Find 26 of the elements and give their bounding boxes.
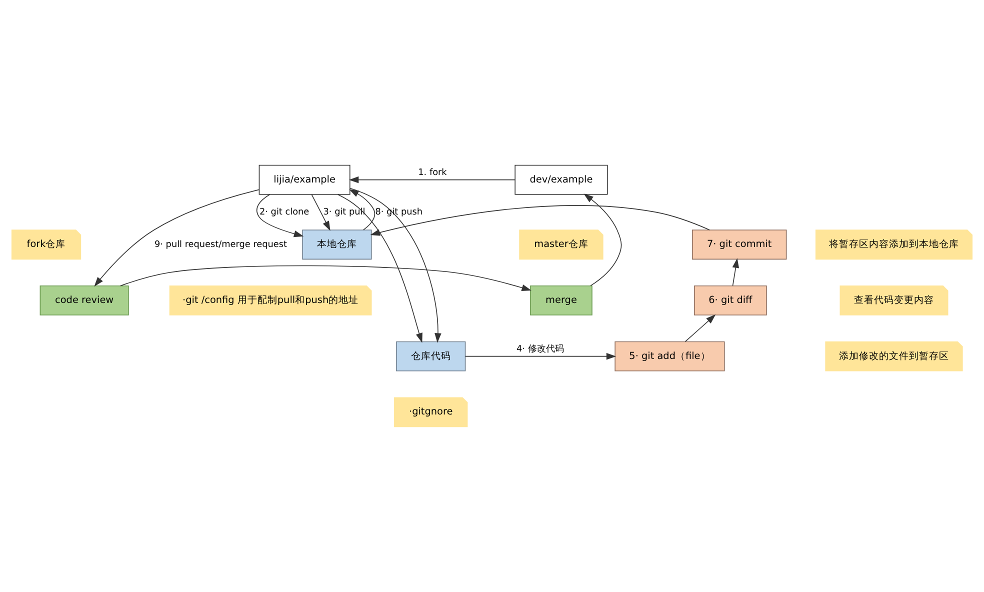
arrow [684, 314, 716, 342]
edge-label: 1. fork [418, 168, 447, 178]
arrow [311, 194, 330, 231]
edge-label: 4· 修改代码 [516, 344, 564, 354]
node-box: dev/example [514, 164, 608, 195]
node-box: 5· git add（file） [614, 341, 725, 372]
arrow [338, 194, 422, 343]
node-box: merge [530, 285, 592, 316]
node-box: 6· git diff [694, 285, 767, 316]
node-box: 7· git commit [692, 230, 787, 260]
node-box: 本地仓库 [302, 230, 372, 260]
edge-label: 2· git clone [260, 207, 310, 218]
node-box: lijia/example [258, 164, 350, 195]
edge-label: 3· git pull [323, 207, 366, 218]
node-box: 仓库代码 [396, 341, 466, 372]
arrow [584, 194, 622, 286]
arrow [350, 188, 442, 343]
arrow [732, 258, 740, 286]
arrow [348, 176, 516, 184]
arrow [370, 205, 710, 236]
arrow [464, 352, 616, 360]
node-box: code review [40, 285, 129, 316]
arrow [349, 189, 376, 230]
arrow [256, 194, 304, 238]
edge-label: 9· pull request/merge request [154, 240, 288, 250]
arrow [94, 189, 260, 287]
